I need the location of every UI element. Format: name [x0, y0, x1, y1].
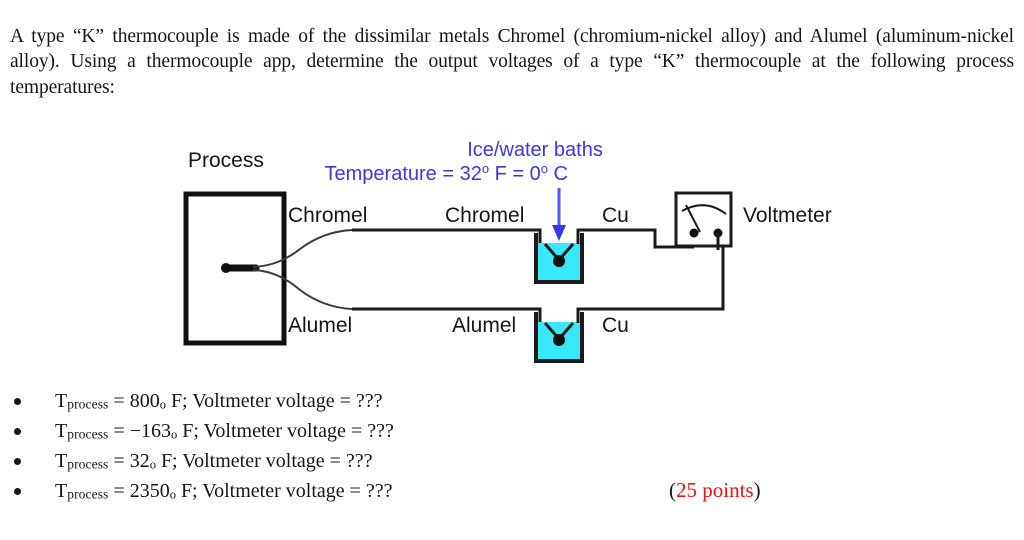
- temperature-degree-1: o: [482, 161, 489, 176]
- temperature-degree-2: o: [541, 161, 548, 176]
- bullet-3-equals: =: [108, 480, 130, 502]
- chromel-lead-to-bath: [352, 228, 542, 244]
- intro-paragraph: A type “K” thermocouple is made of the d…: [10, 25, 1014, 98]
- bullet-1-t: T: [55, 420, 68, 442]
- bullet-dot-icon: [14, 428, 21, 435]
- alumel-wire: [252, 269, 495, 310]
- bullet-1-subscript: process: [67, 426, 109, 442]
- cu-bottom-label: Cu: [602, 314, 629, 337]
- bullet-0-unit: F; Voltmeter voltage = ???: [165, 390, 383, 412]
- temperature-suffix: C: [548, 163, 568, 185]
- bullet-0-t: T: [55, 390, 68, 412]
- bullet-3-t: T: [55, 480, 68, 502]
- bullet-2-t: T: [55, 450, 68, 472]
- ice-bath-upper: [534, 233, 584, 284]
- voltmeter-label: Voltmeter: [743, 204, 832, 227]
- bullet-3-unit: F; Voltmeter voltage = ???: [175, 480, 393, 502]
- voltmeter-scale-arc: [681, 204, 727, 215]
- bullet-1-value: −163: [129, 420, 171, 442]
- bullet-2-subscript: process: [67, 456, 109, 472]
- bullet-dot-icon: [14, 398, 21, 405]
- bullet-1-unit: F; Voltmeter voltage = ???: [177, 420, 394, 442]
- voltmeter-body: [674, 191, 733, 248]
- bullet-item-1: Tprocess = −163o F; Voltmeter voltage = …: [0, 416, 1024, 446]
- thermocouple-diagram-svg: Ice/water baths Temperature = 32o F = 0o…: [183, 139, 832, 363]
- chromel-left-label: Chromel: [288, 204, 367, 227]
- ice-water-baths-label: Ice/water baths: [467, 139, 603, 161]
- alumel-right-label: Alumel: [452, 314, 516, 337]
- bullet-2-unit: F; Voltmeter voltage = ???: [155, 450, 373, 472]
- bullet-dot-icon: [14, 458, 21, 465]
- bullet-0-degree: o: [159, 397, 166, 412]
- temperature-prefix: Temperature = 32: [325, 163, 482, 185]
- ice-bath-lower-junction-dot: [553, 334, 565, 346]
- chromel-right-label: Chromel: [445, 204, 524, 227]
- bullet-1-degree: o: [170, 427, 178, 442]
- voltmeter-terminal-left: [689, 228, 699, 238]
- ice-bath-lower: [534, 312, 584, 363]
- bullet-dot-icon: [14, 488, 21, 495]
- thermocouple-probe: [221, 263, 260, 273]
- cu-top-label: Cu: [602, 204, 629, 227]
- voltmeter-needle: [685, 204, 701, 233]
- cu-wire-upper: [576, 228, 694, 249]
- ice-water-temperature-label: Temperature = 32o F = 0o C: [325, 161, 569, 186]
- bullet-1-equals: =: [108, 420, 130, 442]
- bullet-3-degree: o: [169, 487, 176, 502]
- points-open-paren: (: [669, 478, 676, 502]
- temperature-bullet-list: Tprocess = 800o F; Voltmeter voltage = ?…: [0, 386, 1024, 506]
- bullet-2-degree: o: [149, 457, 156, 472]
- ice-bath-upper-vessel: [534, 233, 584, 284]
- bullet-2-equals: =: [108, 450, 130, 472]
- temperature-mid: F = 0: [489, 163, 541, 185]
- bullet-0-subscript: process: [67, 396, 109, 412]
- down-arrow-icon: [552, 188, 566, 241]
- bullet-item-3: Tprocess = 2350o F; Voltmeter voltage = …: [0, 476, 1024, 506]
- bullet-3-value: 2350: [129, 480, 170, 502]
- bullet-3-subscript: process: [67, 486, 109, 502]
- bullet-0-value: 800: [129, 390, 160, 412]
- bullet-2-value: 32: [129, 450, 150, 472]
- bullet-item-2: Tprocess = 32o F; Voltmeter voltage = ??…: [0, 446, 1024, 476]
- cu-wire-lower: [576, 227, 725, 323]
- process-label: Process: [188, 149, 264, 172]
- ice-bath-upper-junction-dot: [553, 255, 565, 267]
- ice-bath-lower-vessel: [534, 312, 584, 363]
- voltmeter: [674, 191, 733, 250]
- bullet-item-0: Tprocess = 800o F; Voltmeter voltage = ?…: [0, 386, 1024, 416]
- points-close-paren: ): [753, 478, 761, 502]
- bullet-0-equals: =: [108, 390, 130, 412]
- alumel-lead-to-bath: [352, 307, 542, 323]
- ice-water-baths-line1: Ice/water baths: [467, 139, 603, 161]
- chromel-wire: [252, 229, 495, 268]
- points-value: 25 points: [676, 478, 754, 502]
- points-note: (25 points): [669, 478, 761, 503]
- alumel-left-label: Alumel: [288, 314, 352, 337]
- thermocouple-diagram: Ice/water baths Temperature = 32o F = 0o…: [0, 110, 1024, 375]
